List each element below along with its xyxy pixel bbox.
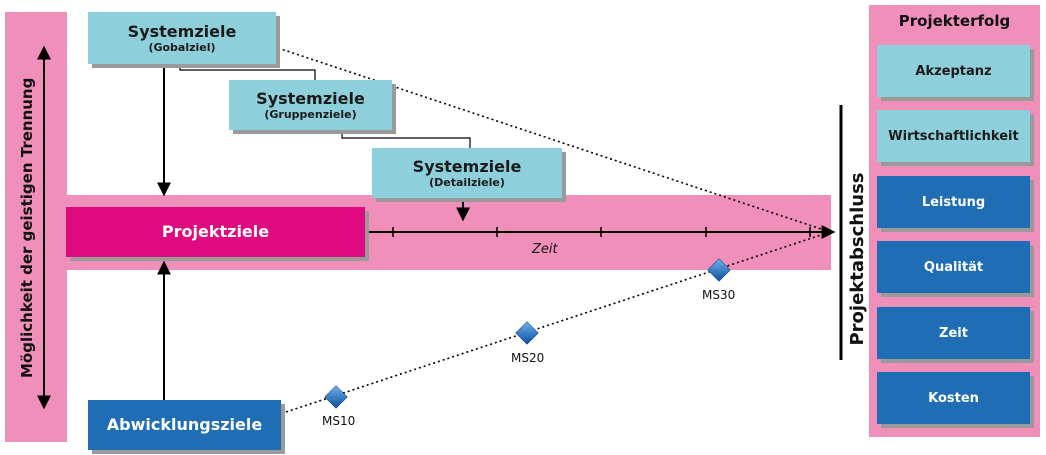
success-item-label: Leistung bbox=[921, 194, 986, 210]
project-goals-label: Projektziele bbox=[161, 222, 270, 241]
system-goal-global-subtitle: (Gobalziel) bbox=[148, 40, 216, 54]
success-item-label: Wirtschaftlichkeit bbox=[888, 128, 1019, 144]
system-goal-group-title: Systemziele bbox=[256, 88, 365, 108]
time-axis-label: Zeit bbox=[532, 242, 558, 257]
success-item-leistung: Leistung bbox=[877, 176, 1030, 228]
success-item-label: Akzeptanz bbox=[915, 63, 992, 79]
project-goals-box: Projektziele bbox=[66, 207, 365, 257]
system-goal-group-subtitle: (Gruppenziele) bbox=[264, 107, 357, 121]
success-item-label: Qualität bbox=[923, 259, 984, 275]
system-goal-detail: Systemziele (Detailziele) bbox=[372, 148, 562, 198]
processing-goals-box: Abwicklungsziele bbox=[88, 400, 281, 450]
hierarchy-connector-2 bbox=[341, 130, 471, 148]
milestone-label-ms30: MS30 bbox=[702, 288, 736, 302]
milestone-marker-ms30 bbox=[707, 258, 731, 282]
system-goal-global-title: Systemziele bbox=[127, 21, 237, 41]
success-item-label: Zeit bbox=[939, 325, 968, 341]
system-goal-global: Systemziele (Gobalziel) bbox=[88, 12, 276, 64]
milestone-label-ms20: MS20 bbox=[511, 351, 545, 365]
project-success-title: Projekterfolg bbox=[898, 12, 1011, 30]
success-item-zeit: Zeit bbox=[877, 307, 1030, 359]
success-item-label: Kosten bbox=[928, 390, 979, 406]
system-goal-detail-title: Systemziele bbox=[412, 156, 522, 176]
dotted-line-milestones bbox=[285, 231, 831, 413]
milestone-marker-ms20 bbox=[515, 321, 539, 345]
left-axis-band bbox=[5, 12, 67, 442]
hierarchy-connector-1 bbox=[179, 64, 316, 80]
milestone-marker-ms10 bbox=[324, 385, 348, 409]
success-item-wirtschaftlichkeit: Wirtschaftlichkeit bbox=[877, 110, 1030, 162]
success-item-qualitaet: Qualität bbox=[877, 241, 1030, 293]
milestone-label-ms10: MS10 bbox=[322, 414, 356, 428]
dotted-line-system-goals bbox=[277, 47, 831, 233]
success-item-akzeptanz: Akzeptanz bbox=[877, 45, 1030, 97]
system-goal-detail-subtitle: (Detailziele) bbox=[429, 175, 505, 189]
system-goal-group: Systemziele (Gruppenziele) bbox=[229, 80, 392, 130]
success-item-kosten: Kosten bbox=[877, 372, 1030, 424]
left-axis-label: Möglichkeit der geistigen Trennung bbox=[18, 77, 36, 378]
processing-goals-label: Abwicklungsziele bbox=[106, 415, 263, 434]
project-end-label: Projektabschluss bbox=[847, 172, 868, 346]
